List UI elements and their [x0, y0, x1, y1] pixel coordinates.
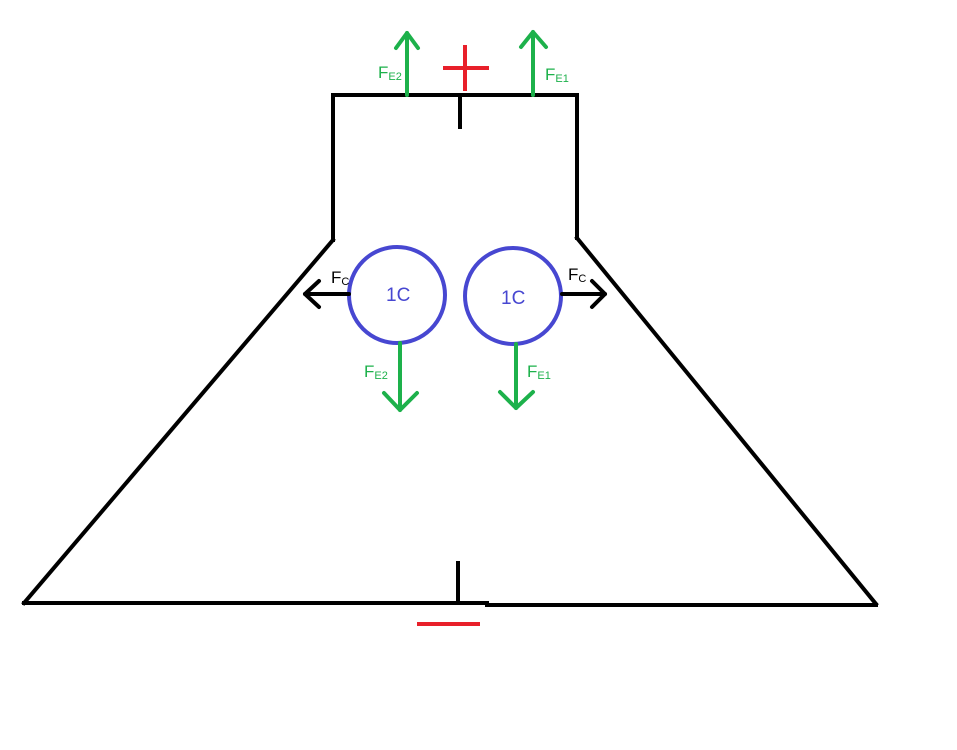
field-force-arrows — [382, 30, 548, 412]
right-slope — [574, 235, 879, 607]
arrow-left-contact-head — [303, 279, 321, 309]
force-label-right-contact: FC — [568, 265, 586, 285]
arrow-right-contact-head — [590, 279, 607, 309]
arrow-top-right-head — [519, 30, 548, 49]
arrow-right-down-head — [498, 390, 535, 410]
plus-sign — [443, 45, 489, 91]
arrow-top-left-head — [394, 31, 420, 50]
charge-left-label: 1C — [386, 285, 410, 306]
force-label-top-right: FE1 — [545, 65, 569, 85]
left-slope — [21, 237, 336, 606]
force-label-right-down: FE1 — [527, 362, 551, 382]
arrow-left-down-head — [382, 391, 419, 412]
conductor-outline — [21, 93, 879, 607]
charge-right-label: 1C — [501, 288, 525, 309]
contact-force-arrows — [303, 279, 607, 309]
force-label-left-contact: FC — [331, 268, 349, 288]
charge-right — [463, 246, 563, 346]
force-label-left-down: FE2 — [364, 362, 388, 382]
force-label-top-left: FE2 — [378, 63, 402, 83]
